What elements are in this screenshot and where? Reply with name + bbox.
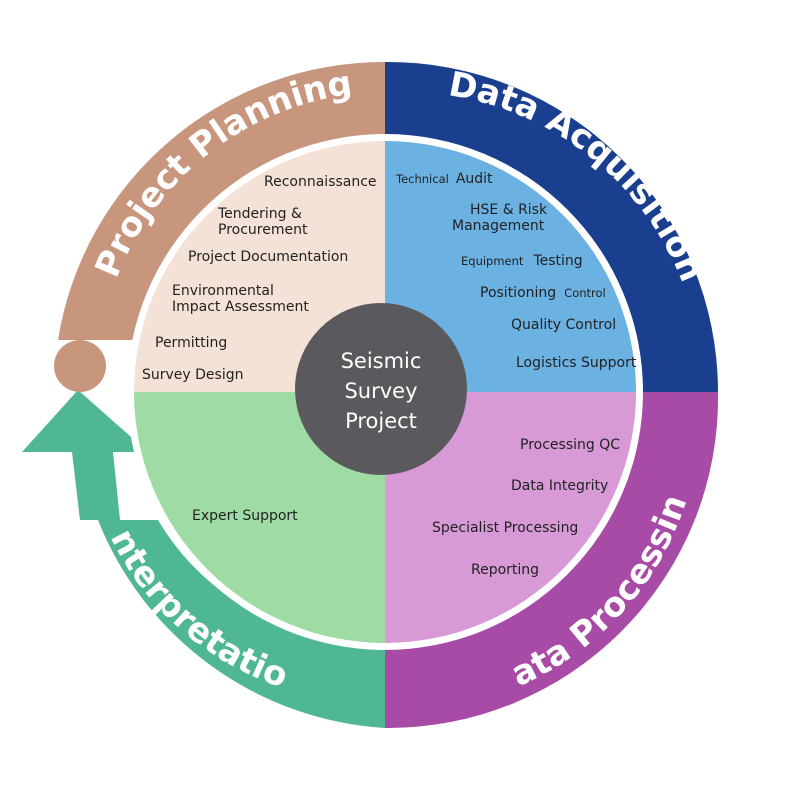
item-specialist-processing: Specialist Processing: [432, 520, 578, 536]
item-hse-1: HSE & Risk: [470, 202, 548, 218]
acquisition-ring: [385, 61, 718, 393]
cycle-start-dot: [54, 340, 106, 392]
item-processing-qc: Processing QC: [520, 437, 620, 453]
item-eia-1: Environmental: [172, 283, 274, 299]
item-eia-2: Impact Assessment: [172, 299, 309, 315]
item-positioning-control: Positioning Control: [480, 284, 606, 301]
center-line-1: Seismic: [341, 349, 422, 373]
item-survey-design: Survey Design: [142, 367, 244, 383]
processing-ring: [385, 392, 719, 729]
processing-quadrant: [385, 392, 636, 643]
acquisition-quadrant: [385, 141, 636, 392]
interpretation-ring: [98, 520, 385, 728]
item-tendering-2: Procurement: [218, 222, 308, 238]
item-hse-2: Management: [452, 218, 545, 234]
item-data-integrity: Data Integrity: [511, 478, 608, 494]
item-tendering-1: Tendering &: [217, 206, 302, 222]
item-technical-audit: Technical Audit: [395, 170, 493, 187]
center-line-3: Project: [345, 409, 417, 433]
cycle-arrow-head: [22, 390, 148, 520]
item-quality-control: Quality Control: [511, 317, 616, 333]
item-expert-support: Expert Support: [192, 508, 298, 524]
item-reporting: Reporting: [471, 562, 539, 578]
item-reconnaissance: Reconnaissance: [264, 174, 377, 190]
center-line-2: Survey: [344, 379, 417, 403]
item-project-documentation: Project Documentation: [188, 249, 348, 265]
item-permitting: Permitting: [155, 335, 227, 351]
center-circle: [295, 303, 467, 475]
item-logistics-support: Logistics Support: [516, 355, 637, 371]
interpretation-quadrant: [134, 392, 385, 643]
item-equipment-testing: Equipment Testing: [461, 252, 583, 269]
